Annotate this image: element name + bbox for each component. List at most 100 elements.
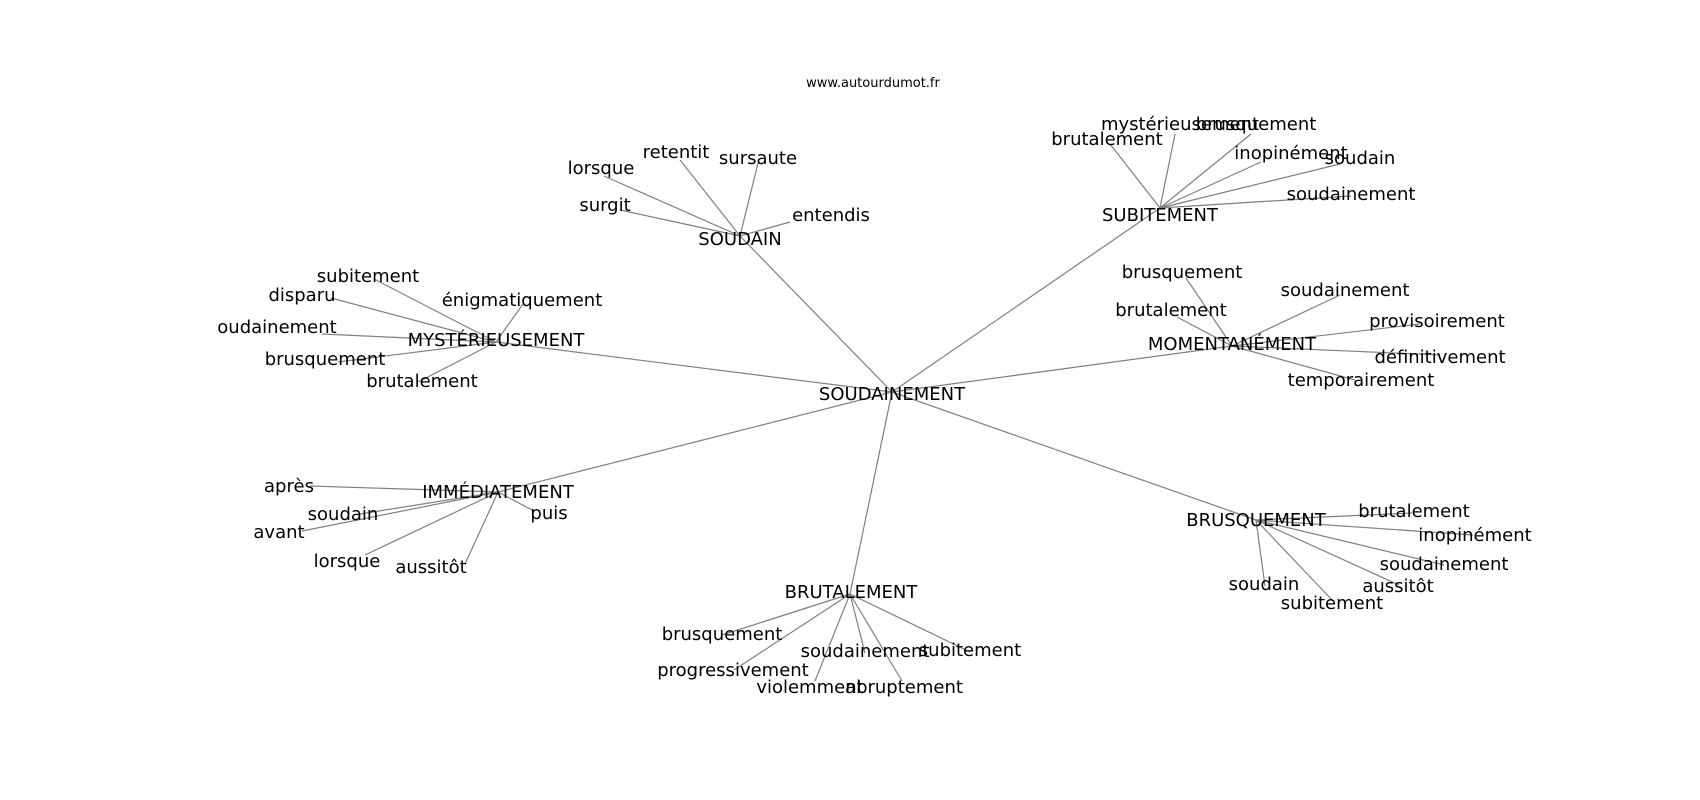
leaf-word[interactable]: temporairement (1288, 370, 1435, 391)
leaf-word[interactable]: subitement (919, 640, 1021, 661)
edge-hub-to-leaf (1185, 277, 1233, 347)
edge-hub-to-leaf (739, 221, 791, 237)
edge-hub-to-leaf (1159, 133, 1176, 209)
edge-hub-to-leaf (733, 593, 851, 671)
source-url: www.autourdumot.fr (806, 76, 940, 91)
leaf-word[interactable]: sursaute (719, 148, 797, 169)
edge-hub-to-leaf (814, 593, 851, 682)
edge-hub-to-leaf (495, 303, 524, 343)
leaf-word[interactable]: brusquement (265, 349, 386, 370)
hub-word[interactable]: SUBITEMENT (1102, 205, 1219, 226)
edge-hub-to-leaf (1255, 519, 1400, 586)
leaf-word[interactable]: énigmatiquement (442, 290, 603, 311)
edge-hub-to-leaf (330, 297, 497, 343)
leaf-word[interactable]: soudainement (1281, 280, 1410, 301)
edge-hub-to-leaf (849, 593, 971, 653)
edge-hub-to-leaf (309, 485, 499, 493)
labels-layer: www.autourdumot.fr SOUDAINEMENT SOUDAIN re… (217, 76, 1531, 698)
leaf-word[interactable]: progressivement (657, 660, 809, 681)
edge-hub-to-leaf (1109, 143, 1161, 209)
leaf-word[interactable]: brusquement (662, 624, 783, 645)
edge-hub-to-leaf (301, 491, 499, 532)
edge-hub-to-leaf (321, 333, 497, 343)
edge-hub-to-leaf (1255, 519, 1334, 602)
edge-hub-to-leaf (679, 159, 741, 237)
leaf-word[interactable]: soudainement (801, 641, 930, 662)
leaf-word[interactable]: retentit (643, 142, 710, 163)
edge-hub-to-leaf (1159, 195, 1352, 209)
leaf-word[interactable]: brutalement (366, 371, 477, 392)
leaf-word[interactable]: brusquement (1122, 262, 1243, 283)
edge-hub-to-leaf (497, 491, 533, 511)
leaf-word[interactable]: provisoirement (1369, 311, 1505, 332)
leaf-word[interactable]: inopinément (1418, 525, 1531, 546)
leaf-word[interactable]: aussitôt (395, 557, 466, 578)
edge-hub-to-leaf (373, 278, 497, 343)
leaf-word[interactable]: brutalement (1358, 501, 1469, 522)
leaf-word[interactable]: disparu (268, 285, 335, 306)
edge-hub-to-leaf (1176, 316, 1233, 347)
edge-center-to-hub (739, 235, 893, 393)
leaf-word[interactable]: soudainement (1380, 554, 1509, 575)
edge-hub-to-leaf (721, 593, 851, 636)
edge-hub-to-leaf (1231, 323, 1421, 347)
leaf-word[interactable]: puis (530, 503, 567, 524)
leaf-word[interactable]: définitivement (1374, 347, 1505, 368)
edges-layer (301, 133, 1474, 682)
leaf-word[interactable]: oudainement (217, 317, 336, 338)
edge-hub-to-leaf (1159, 133, 1252, 209)
leaf-word[interactable]: brutalement (1051, 129, 1162, 150)
leaf-word[interactable]: surgit (579, 195, 630, 216)
center-word[interactable]: SOUDAINEMENT (819, 384, 966, 405)
hub-word[interactable]: IMMÉDIATEMENT (422, 481, 575, 503)
edge-center-to-hub (891, 207, 1161, 393)
leaf-word[interactable]: soudain (1229, 574, 1300, 595)
leaf-word[interactable]: violemment (756, 677, 863, 698)
edge-hub-to-leaf (603, 175, 741, 237)
leaf-word[interactable]: soudain (308, 504, 379, 525)
edge-hub-to-leaf (1255, 519, 1474, 536)
hub-word[interactable]: SOUDAIN (698, 229, 781, 250)
edge-hub-to-leaf (417, 341, 497, 383)
leaf-word[interactable]: entendis (792, 205, 870, 226)
leaf-word[interactable]: aussitôt (1362, 576, 1433, 597)
edge-center-to-hub (849, 391, 893, 595)
leaf-word[interactable]: soudain (1325, 148, 1396, 169)
edge-hub-to-leaf (739, 162, 759, 237)
edge-hub-to-leaf (1231, 345, 1356, 381)
leaf-word[interactable]: après (264, 476, 314, 497)
edge-hub-to-leaf (1231, 345, 1441, 356)
leaf-word[interactable]: mystérieusement (1101, 114, 1259, 135)
leaf-word[interactable]: lorsque (568, 158, 635, 179)
leaf-word[interactable]: lorsque (314, 551, 381, 572)
edge-hub-to-leaf (849, 593, 903, 682)
leaf-word[interactable]: soudainement (1287, 184, 1416, 205)
leaf-word[interactable]: subitement (317, 266, 419, 287)
leaf-word[interactable]: brutalement (1115, 300, 1226, 321)
hub-word[interactable]: BRUSQUEMENT (1186, 510, 1327, 531)
edge-center-to-hub (891, 345, 1233, 393)
leaf-word[interactable]: abruptement (845, 677, 963, 698)
edge-hub-to-leaf (1255, 512, 1413, 521)
hub-word[interactable]: MOMENTANÉMENT (1148, 333, 1317, 355)
leaf-word[interactable]: brusquement (1196, 114, 1317, 135)
edge-hub-to-leaf (1255, 519, 1445, 566)
edge-hub-to-leaf (1159, 161, 1262, 209)
edge-hub-to-leaf (1255, 519, 1266, 587)
edge-hub-to-leaf (1231, 294, 1341, 347)
hub-word[interactable]: MYSTÉRIEUSEMENT (408, 329, 586, 351)
leaf-word[interactable]: inopinément (1234, 143, 1347, 164)
leaf-word[interactable]: subitement (1281, 593, 1383, 614)
edge-center-to-hub (495, 341, 893, 393)
edge-hub-to-leaf (619, 209, 741, 237)
edge-hub-to-leaf (1159, 163, 1341, 209)
hub-word[interactable]: BRUTALEMENT (785, 582, 919, 603)
edge-center-to-hub (497, 391, 893, 493)
leaf-word[interactable]: avant (253, 522, 304, 543)
edge-hub-to-leaf (359, 491, 499, 515)
edge-hub-to-leaf (364, 491, 499, 556)
edge-hub-to-leaf (464, 491, 499, 565)
edge-center-to-hub (891, 391, 1257, 521)
